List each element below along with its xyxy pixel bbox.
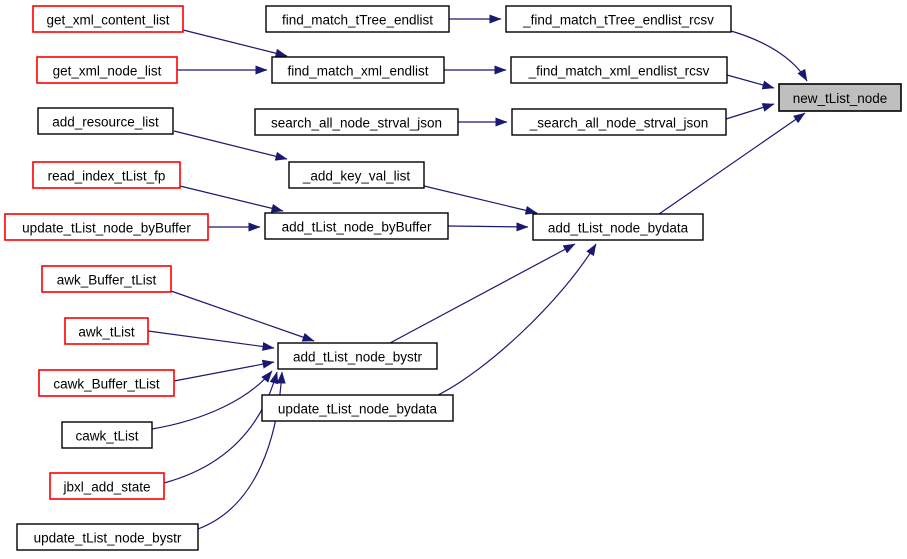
edge-read_index_tList_fp--add_tList_node_byBuffer — [179, 185, 284, 213]
node-get_xml_node_list[interactable]: get_xml_node_list — [36, 56, 178, 84]
node-awk_Buffer_tList[interactable]: awk_Buffer_tList — [41, 265, 172, 293]
node-label: get_xml_content_list — [46, 13, 169, 28]
node-label: search_all_node_strval_json — [271, 116, 442, 131]
edge-cawk_tList--add_tList_node_bystr — [151, 370, 273, 430]
node-label: find_match_tTree_endlist — [282, 13, 433, 28]
node-label: _find_match_xml_endlist_rcsv — [528, 64, 710, 79]
node-label: cawk_Buffer_tList — [53, 377, 160, 392]
node-box — [510, 56, 728, 84]
node-update_tList_node_byBuffer[interactable]: update_tList_node_byBuffer — [4, 213, 209, 241]
node-awk_tList[interactable]: awk_tList — [64, 317, 149, 345]
node-label: get_xml_node_list — [53, 64, 162, 79]
node-box — [49, 472, 165, 500]
node-box — [36, 56, 178, 84]
node-update_tList_node_bydata[interactable]: update_tList_node_bydata — [261, 394, 454, 422]
node-add_resource_list[interactable]: add_resource_list — [37, 107, 174, 135]
node-new_tList_node[interactable]: new_tList_node — [778, 83, 902, 112]
node-_add_key_val_list[interactable]: _add_key_val_list — [288, 161, 425, 189]
node-label: find_match_xml_endlist — [287, 64, 428, 79]
node-cawk_tList[interactable]: cawk_tList — [61, 421, 153, 449]
node-box — [37, 107, 174, 135]
node-read_index_tList_fp[interactable]: read_index_tList_fp — [32, 161, 181, 189]
edge-_find_match_tTree_endlist_rcsv--new_tList_node — [730, 30, 808, 82]
node-add_tList_node_bystr[interactable]: add_tList_node_bystr — [277, 342, 438, 370]
node-label: jbxl_add_state — [62, 480, 150, 495]
edge-cawk_Buffer_tList--add_tList_node_bystr — [173, 359, 275, 382]
node-box — [505, 5, 732, 33]
node-label: add_tList_node_byBuffer — [282, 220, 432, 235]
node-label: _add_key_val_list — [302, 169, 411, 184]
edge-add_tList_node_bydata--new_tList_node — [658, 112, 806, 215]
node-label: _find_match_tTree_endlist_rcsv — [522, 13, 714, 28]
node-box — [778, 83, 902, 112]
node-cawk_Buffer_tList[interactable]: cawk_Buffer_tList — [38, 369, 175, 397]
node-find_match_tTree_endlist[interactable]: find_match_tTree_endlist — [265, 5, 450, 33]
node-label: update_tList_node_byBuffer — [22, 221, 191, 236]
edge-_search_all_node_strval_json--new_tList_node — [725, 103, 775, 120]
node-box — [264, 212, 449, 240]
node-jbxl_add_state[interactable]: jbxl_add_state — [49, 472, 165, 500]
edge-awk_Buffer_tList--add_tList_node_bystr — [170, 290, 315, 342]
node-add_tList_node_byBuffer[interactable]: add_tList_node_byBuffer — [264, 212, 449, 240]
node-update_tList_node_bystr[interactable]: update_tList_node_bystr — [16, 523, 199, 551]
node-box — [511, 108, 727, 136]
node-box — [41, 265, 172, 293]
node-box — [271, 56, 445, 84]
edge-update_tList_node_bydata--add_tList_node_bydata — [437, 243, 597, 396]
node-_search_all_node_strval_json[interactable]: _search_all_node_strval_json — [511, 108, 727, 136]
node-box — [261, 394, 454, 422]
node-box — [265, 5, 450, 33]
node-_find_match_tTree_endlist_rcsv[interactable]: _find_match_tTree_endlist_rcsv — [505, 5, 732, 33]
edge-jbxl_add_state--add_tList_node_bystr — [163, 371, 279, 484]
node-box — [38, 369, 175, 397]
node-box — [288, 161, 425, 189]
node-label: read_index_tList_fp — [48, 169, 166, 184]
node-label: _search_all_node_strval_json — [529, 116, 709, 131]
node-box — [4, 213, 209, 241]
node-box — [32, 5, 184, 33]
node-box — [64, 317, 149, 345]
node-label: add_tList_node_bydata — [548, 221, 689, 236]
node-label: new_tList_node — [793, 91, 888, 106]
node-box — [16, 523, 199, 551]
node-label: update_tList_node_bystr — [34, 531, 182, 546]
node-label: awk_tList — [78, 325, 135, 340]
node-box — [532, 213, 704, 241]
node-box — [277, 342, 438, 370]
node-box — [254, 108, 459, 136]
node-label: add_tList_node_bystr — [293, 350, 423, 365]
node-box — [61, 421, 153, 449]
node-label: add_resource_list — [52, 115, 159, 130]
node-find_match_xml_endlist[interactable]: find_match_xml_endlist — [271, 56, 445, 84]
node-get_xml_content_list[interactable]: get_xml_content_list — [32, 5, 184, 33]
edge-add_resource_list--_add_key_val_list — [173, 130, 288, 161]
node-add_tList_node_bydata[interactable]: add_tList_node_bydata — [532, 213, 704, 241]
edge-awk_tList--add_tList_node_bystr — [147, 330, 275, 351]
node-box — [32, 161, 181, 189]
node-_find_match_xml_endlist_rcsv[interactable]: _find_match_xml_endlist_rcsv — [510, 56, 728, 84]
edge-get_xml_content_list--find_match_xml_endlist — [182, 29, 288, 58]
edge-_find_match_xml_endlist_rcsv--new_tList_node — [726, 74, 775, 90]
edge-add_tList_node_bystr--add_tList_node_bydata — [389, 243, 576, 344]
node-label: update_tList_node_bydata — [278, 402, 438, 417]
edge-_add_key_val_list--add_tList_node_bydata — [423, 185, 538, 215]
node-label: awk_Buffer_tList — [57, 273, 157, 288]
node-search_all_node_strval_json[interactable]: search_all_node_strval_json — [254, 108, 459, 136]
edge-add_tList_node_byBuffer--add_tList_node_bydata — [447, 222, 529, 232]
node-label: cawk_tList — [75, 429, 138, 444]
